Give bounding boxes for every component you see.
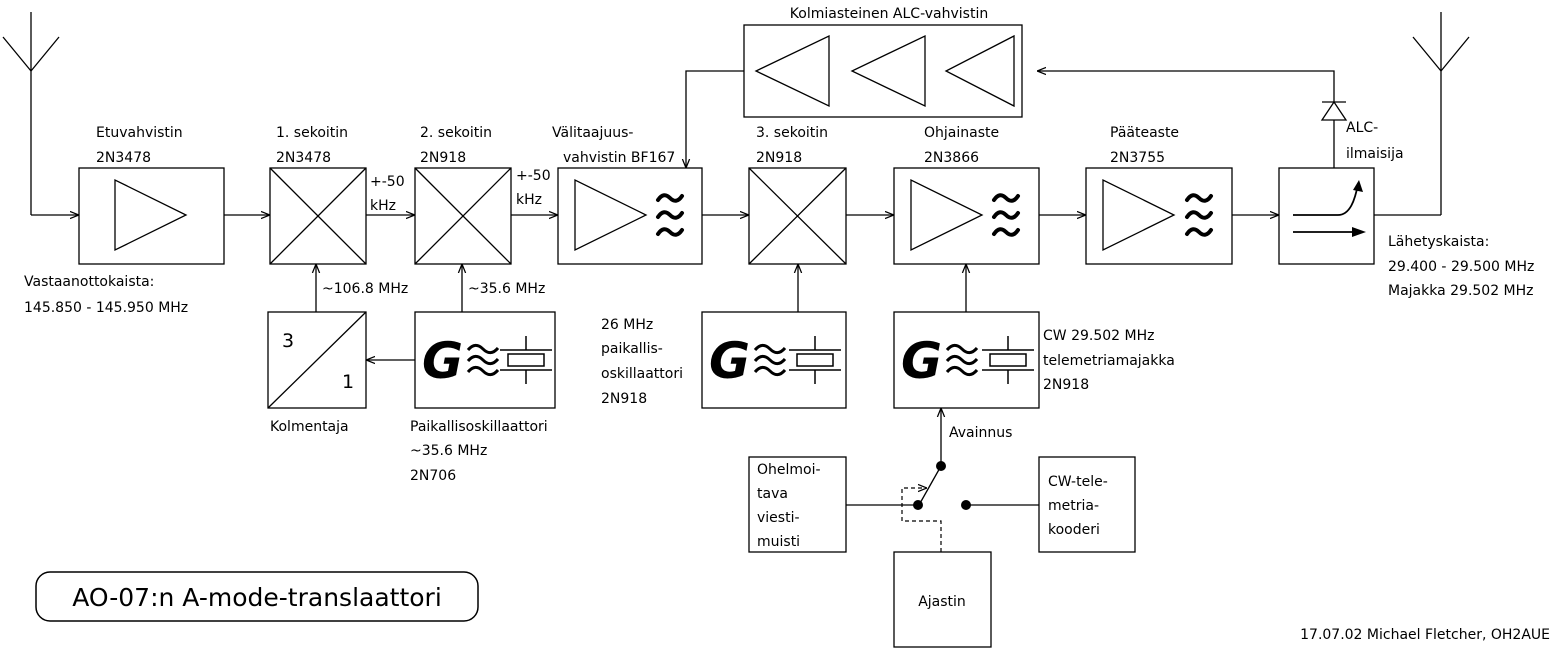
mixer1-transistor: 2N3478	[276, 150, 331, 166]
diagram-title: AO-07:n A-mode-translaattori	[72, 583, 442, 612]
mixer-icon	[269, 167, 367, 265]
oscillator-g: G	[422, 332, 463, 390]
antenna-icon	[1412, 12, 1470, 215]
memory-line2: tava	[757, 486, 788, 502]
driver-name: Ohjainaste	[924, 125, 999, 141]
mixer1-block: 1. sekoitin 2N3478	[269, 125, 367, 265]
mixer3-name: 3. sekoitin	[756, 125, 828, 141]
lo2-freq: 26 MHz	[601, 317, 653, 333]
mixer2-transistor: 2N918	[420, 150, 466, 166]
diagram-title-box: AO-07:n A-mode-translaattori	[35, 571, 479, 622]
alc-amplifier-block: Kolmiasteinen ALC-vahvistin	[743, 6, 1023, 118]
amplifier-icon	[850, 34, 926, 108]
oscillator-icon: G	[901, 332, 979, 390]
memory-line1: Ohelmoi-	[757, 462, 821, 478]
timer-label: Ajastin	[918, 594, 966, 610]
rx-band-range: 145.850 - 145.950 MHz	[24, 300, 188, 316]
lo2-name-1: paikallis-	[601, 341, 663, 357]
timer-block: Ajastin	[893, 551, 992, 648]
mixer3-block: 3. sekoitin 2N918	[748, 125, 847, 265]
tripler-output-ratio: 1	[342, 371, 354, 393]
memory-line4: muisti	[757, 534, 800, 550]
oscillator-g: G	[901, 332, 942, 390]
mixer2-name: 2. sekoitin	[420, 125, 492, 141]
beacon-transistor: 2N918	[1043, 377, 1089, 393]
alc-detector-block: ALC- ilmaisija	[1278, 120, 1404, 265]
author-credit: 17.07.02 Michael Fletcher, OH2AUE	[1300, 627, 1550, 643]
offset-b-line1: +-50	[516, 168, 551, 184]
diode-icon	[1320, 100, 1348, 121]
alc-amplifier-label: Kolmiasteinen ALC-vahvistin	[790, 6, 988, 22]
mixer1-name: 1. sekoitin	[276, 125, 348, 141]
amplifier-icon	[1102, 178, 1176, 252]
tx-band-range: 29.400 - 29.500 MHz	[1388, 259, 1534, 275]
preamp-name: Etuvahvistin	[96, 125, 183, 141]
switch-icon	[846, 408, 1039, 552]
mixer3-transistor: 2N918	[756, 150, 802, 166]
mixer-icon	[414, 167, 512, 265]
encoder-line3: kooderi	[1048, 522, 1100, 538]
if-amplifier-name: Välitaajuus-	[552, 125, 633, 141]
mixer-icon	[748, 167, 847, 265]
oscillator-icon: G	[709, 332, 787, 390]
beacon-block: G CW 29.502 MHz telemetriamajakka 2N918	[893, 311, 1175, 409]
beacon-name: telemetriamajakka	[1043, 353, 1175, 369]
freq-106: ~106.8 MHz	[322, 281, 408, 297]
freq-35: ~35.6 MHz	[468, 281, 545, 297]
cw-encoder-block: CW-tele- metria- kooderi	[1038, 456, 1136, 553]
alc-detector-line2: ilmaisija	[1346, 146, 1404, 162]
if-amplifier-transistor: vahvistin BF167	[563, 150, 675, 166]
keying-label: Avainnus	[949, 425, 1012, 441]
lo1-block: G Paikallisoskillaattori ~35.6 MHz 2N706	[410, 311, 556, 484]
driver-block: Ohjainaste 2N3866	[893, 125, 1040, 265]
tripler-input-ratio: 3	[282, 330, 294, 352]
offset-a-line1: +-50	[370, 174, 405, 190]
final-stage-name: Pääteaste	[1110, 125, 1179, 141]
tx-band-title: Lähetyskaista:	[1388, 234, 1489, 250]
amplifier-icon	[114, 178, 188, 252]
preamp-block: Etuvahvistin 2N3478	[78, 125, 225, 265]
lo2-block: 26 MHz paikallis- oskillaattori 2N918 G	[601, 311, 847, 409]
memory-line3: viesti-	[757, 510, 800, 526]
if-amplifier-block: Välitaajuus- vahvistin BF167	[552, 125, 703, 265]
lo1-transistor: 2N706	[410, 468, 456, 484]
antenna-icon	[2, 12, 60, 215]
preamp-transistor: 2N3478	[96, 150, 151, 166]
amplifier-icon	[910, 178, 984, 252]
amplifier-icon	[944, 34, 1015, 108]
encoder-line1: CW-tele-	[1048, 474, 1108, 490]
tripler-label: Kolmentaja	[270, 419, 349, 435]
offset-b-line2: kHz	[516, 192, 542, 208]
message-memory-block: Ohelmoi- tava viesti- muisti	[748, 456, 847, 553]
tx-beacon-freq: Majakka 29.502 MHz	[1388, 283, 1534, 299]
lo2-name-2: oskillaattori	[601, 366, 683, 382]
amplifier-icon	[574, 178, 648, 252]
amplifier-icon	[754, 34, 830, 108]
lo1-name: Paikallisoskillaattori	[410, 419, 548, 435]
beacon-freq: CW 29.502 MHz	[1043, 328, 1154, 344]
final-stage-transistor: 2N3755	[1110, 150, 1165, 166]
offset-a-line2: kHz	[370, 198, 396, 214]
oscillator-icon: G	[422, 332, 500, 390]
driver-transistor: 2N3866	[924, 150, 979, 166]
rx-band-title: Vastaanottokaista:	[24, 274, 154, 290]
oscillator-g: G	[709, 332, 750, 390]
lo1-freq: ~35.6 MHz	[410, 443, 487, 459]
directional-coupler-icon	[1293, 180, 1366, 237]
final-stage-block: Pääteaste 2N3755	[1085, 125, 1233, 265]
lo2-transistor: 2N918	[601, 391, 647, 407]
encoder-line2: metria-	[1048, 498, 1099, 514]
alc-detector-line1: ALC-	[1346, 120, 1378, 136]
tripler-block: 3 1 Kolmentaja	[267, 311, 367, 435]
mixer2-block: 2. sekoitin 2N918	[414, 125, 512, 265]
